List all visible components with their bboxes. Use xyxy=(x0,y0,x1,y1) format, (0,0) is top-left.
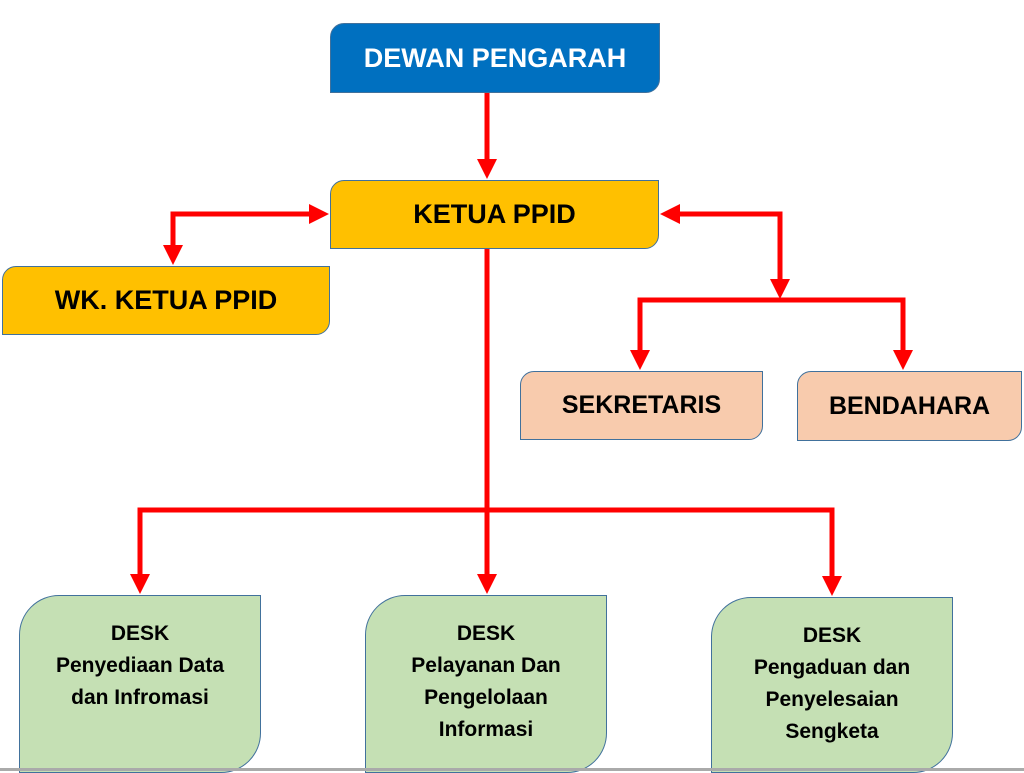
node-desk-pelayanan: DESK Pelayanan Dan Pengelolaan Informasi xyxy=(365,595,607,773)
arrow-sekretaris xyxy=(630,297,780,371)
desk-line: Penyelesaian xyxy=(765,688,899,711)
desk-line: Sengketa xyxy=(785,720,879,743)
arrow-ketua-wakil xyxy=(163,211,322,266)
desk-title: DESK xyxy=(802,624,862,647)
node-desk-penyediaan: DESK Penyediaan Data dan Infromasi xyxy=(19,595,261,773)
arrow-ketua-staff xyxy=(700,211,790,300)
desk-line: dan Infromasi xyxy=(71,686,209,709)
desk-title: DESK xyxy=(456,622,516,645)
desk-title: DESK xyxy=(110,622,170,645)
desk-line: Pelayanan Dan xyxy=(411,654,561,677)
desk-line: Pengaduan dan xyxy=(753,656,911,679)
node-ketua-ppid: KETUA PPID xyxy=(330,180,659,249)
bottom-divider xyxy=(0,768,1024,771)
node-dewan-pengarah: DEWAN PENGARAH xyxy=(330,23,660,93)
arrow-desk-left xyxy=(130,507,487,595)
node-wakil-ketua: WK. KETUA PPID xyxy=(2,266,330,335)
node-bendahara: BENDAHARA xyxy=(797,371,1022,441)
desk-line: Penyediaan Data xyxy=(55,654,225,677)
arrow-desk-right xyxy=(487,507,842,597)
arrow-bendahara xyxy=(780,297,913,371)
desk-line: Informasi xyxy=(438,718,534,741)
desk-line: Pengelolaan xyxy=(424,686,548,709)
node-sekretaris: SEKRETARIS xyxy=(520,371,763,440)
node-desk-pengaduan: DESK Pengaduan dan Penyelesaian Sengketa xyxy=(711,597,953,773)
